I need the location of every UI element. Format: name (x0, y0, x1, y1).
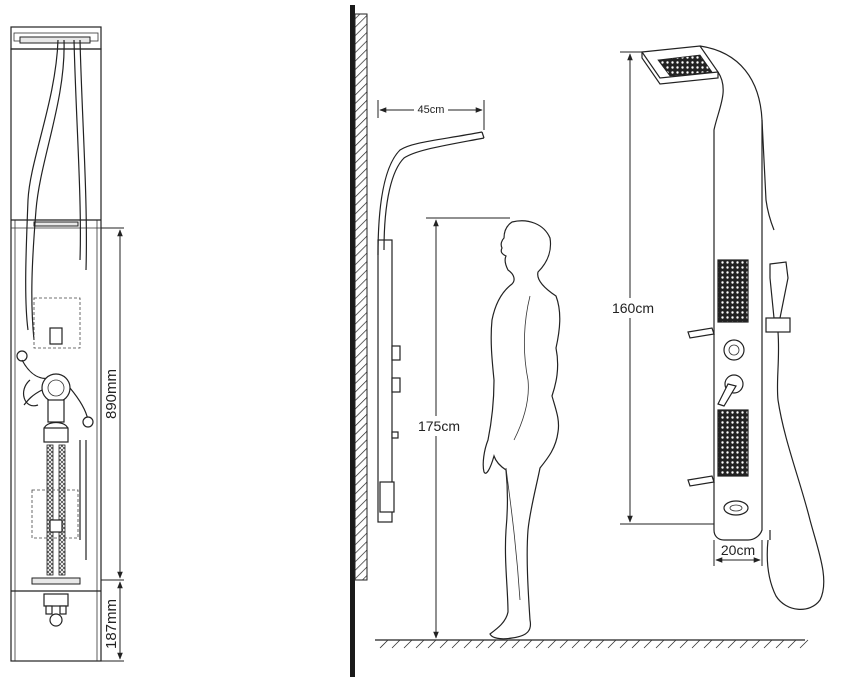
panel-bottom-height-label: 187mm (103, 599, 120, 649)
person-height-label: 175cm (418, 418, 460, 434)
back-view: 890mm 187mm (10, 26, 124, 662)
panel-height-label: 160cm (612, 300, 654, 316)
front-view: 160cm 20cm (604, 45, 825, 610)
floor-hatch (379, 639, 809, 649)
side-view: 45cm 175cm (350, 5, 809, 677)
panel-body-height-label: 890mm (103, 369, 120, 419)
head-projection-label: 45cm (418, 104, 445, 116)
person-silhouette (482, 220, 561, 640)
panel-width-label: 20cm (721, 542, 755, 558)
